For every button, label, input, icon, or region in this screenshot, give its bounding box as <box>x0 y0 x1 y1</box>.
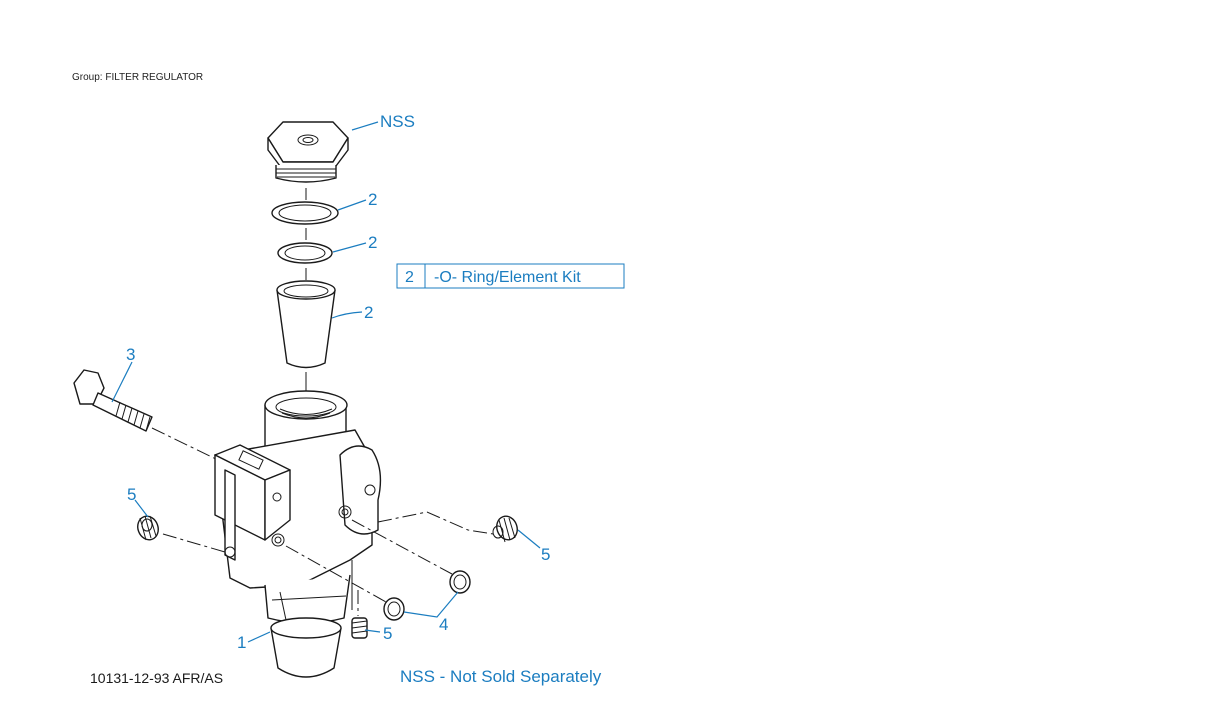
plug-right-part <box>377 511 518 543</box>
callout-oring-upper: 2 <box>368 190 377 209</box>
callout-body: 1 <box>237 633 246 652</box>
kit-legend: 2 -O- Ring/Element Kit <box>396 263 625 289</box>
oring-lower-part <box>277 242 333 264</box>
callout-plug-right: 5 <box>541 545 550 564</box>
filter-element-part <box>276 280 336 369</box>
side-orings-part <box>285 519 471 621</box>
nss-note: NSS - Not Sold Separately <box>400 667 602 686</box>
plug-bottom-part <box>351 590 368 639</box>
group-title: Group: FILTER REGULATOR <box>72 72 204 83</box>
cap-part <box>267 121 349 183</box>
callout-cap: NSS <box>380 112 415 131</box>
callout-plug-bottom: 5 <box>383 624 392 643</box>
bolt-part <box>73 369 219 461</box>
kit-legend-label: -O- Ring/Element Kit <box>434 269 581 286</box>
plug-left-part <box>137 515 226 553</box>
callout-element: 2 <box>364 303 373 322</box>
callout-leaders <box>111 121 541 643</box>
drawing-number: 10131-12-93 AFR/AS <box>90 670 223 686</box>
callout-plug-left: 5 <box>127 485 136 504</box>
callout-bolt: 3 <box>126 345 135 364</box>
regulator-body-part <box>214 390 382 678</box>
callout-oring-lower: 2 <box>368 233 377 252</box>
callout-side-orings: 4 <box>439 615 448 634</box>
kit-legend-number: 2 <box>405 269 414 286</box>
oring-upper-part <box>271 201 339 225</box>
